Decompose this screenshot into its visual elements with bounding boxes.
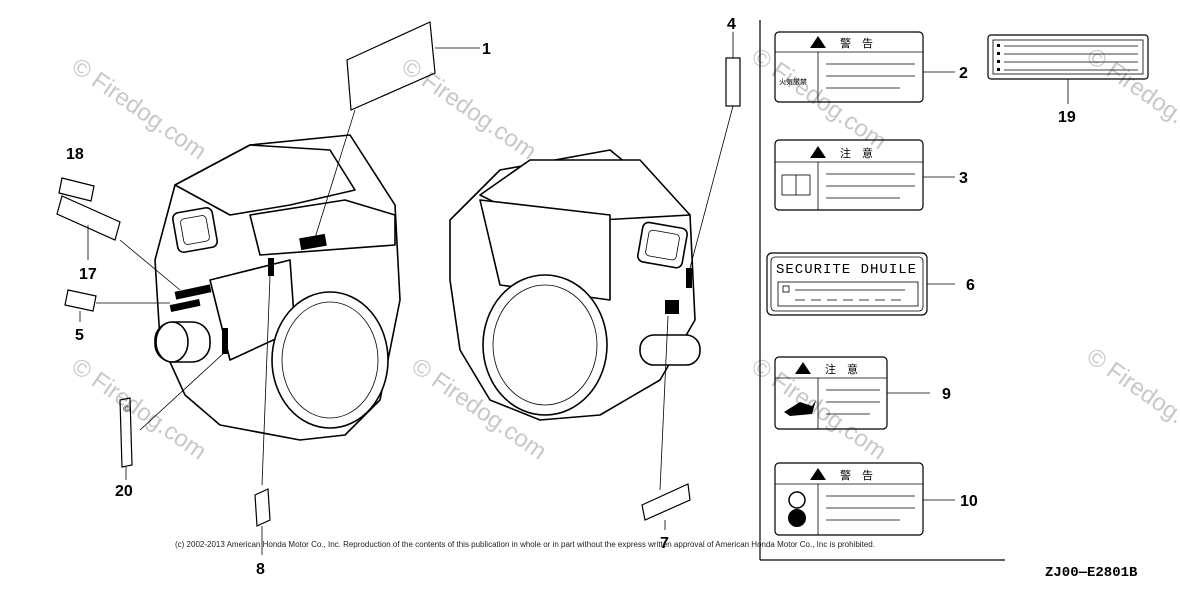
label-2-side-text: 火気厳禁 xyxy=(779,77,807,86)
label-3-heading: 注 意 xyxy=(840,146,873,160)
label-1-sticker xyxy=(346,21,436,111)
callout-3: 3 xyxy=(959,170,968,187)
label-6: SECURITE DHUILE xyxy=(766,252,955,316)
callout-19: 19 xyxy=(1058,109,1076,126)
engine-right xyxy=(449,149,701,421)
watermark: © Firedog.com xyxy=(67,53,212,166)
engine-left xyxy=(154,134,401,441)
callouts: 1 2 3 4 5 6 7 8 9 10 17 18 19 20 xyxy=(66,16,1076,578)
diagram-code: ZJ00—E2801B xyxy=(1045,565,1138,581)
label-5-sticker xyxy=(64,289,97,312)
callout-9: 9 xyxy=(942,386,951,403)
callout-5: 5 xyxy=(75,327,84,344)
callout-20: 20 xyxy=(115,483,133,500)
callout-4: 4 xyxy=(727,16,736,33)
watermark: © Firedog.com xyxy=(1082,343,1180,456)
label-10: 警 告 xyxy=(774,462,955,536)
callout-10: 10 xyxy=(960,493,978,510)
label-10-heading: 警 告 xyxy=(840,468,873,482)
label-4-sticker xyxy=(725,57,741,107)
leader-lines xyxy=(79,32,734,555)
label-8-sticker xyxy=(254,488,271,527)
label-2: 警 告 火気厳禁 xyxy=(774,31,955,103)
callout-18: 18 xyxy=(66,146,84,163)
label-2-heading: 警 告 xyxy=(840,36,873,50)
label-9: 注 意 xyxy=(774,356,930,430)
label-20-sticker xyxy=(119,397,133,468)
copyright-notice: (c) 2002-2013 American Honda Motor Co., … xyxy=(175,540,875,549)
label-17-sticker xyxy=(56,195,121,241)
callout-2: 2 xyxy=(959,65,968,82)
label-7-sticker xyxy=(641,483,691,521)
label-19 xyxy=(987,34,1149,104)
callout-8: 8 xyxy=(256,561,265,578)
label-6-title: SECURITE DHUILE xyxy=(776,262,917,278)
callout-1: 1 xyxy=(482,41,491,58)
label-3: 注 意 xyxy=(774,139,955,211)
callout-7: 7 xyxy=(660,535,669,552)
watermark: © Firedog.com xyxy=(747,43,892,156)
label-20-symbol: © xyxy=(122,405,131,415)
label-9-heading: 注 意 xyxy=(825,362,858,376)
loose-labels: © xyxy=(56,21,741,527)
watermark: © Firedog.com xyxy=(747,353,892,466)
watermark: © Firedog.com xyxy=(397,53,542,166)
callout-6: 6 xyxy=(966,277,975,294)
callout-17: 17 xyxy=(79,266,97,283)
watermark: © Firedog.com xyxy=(1082,43,1180,156)
label-18-sticker xyxy=(58,177,95,202)
